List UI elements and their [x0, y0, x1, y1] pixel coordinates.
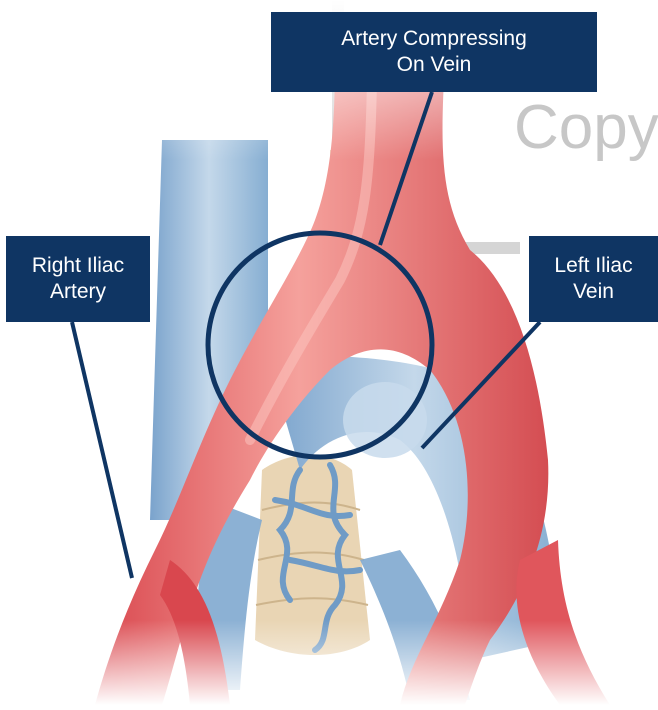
label-artery-compressing-line1: Artery Compressing: [341, 26, 527, 52]
label-right-iliac-artery-line1: Right Iliac: [32, 253, 124, 279]
label-left-iliac-vein-line1: Left Iliac: [554, 253, 632, 279]
pointer-right-iliac-artery: [72, 322, 132, 578]
label-artery-compressing-line2: On Vein: [397, 52, 472, 78]
label-left-iliac-vein: Left Iliac Vein: [529, 236, 658, 322]
label-right-iliac-artery-line2: Artery: [50, 279, 106, 305]
label-artery-compressing: Artery Compressing On Vein: [271, 12, 597, 92]
watermark-text: Copy: [514, 92, 658, 163]
label-left-iliac-vein-line2: Vein: [573, 279, 614, 305]
vein-highlight: [343, 382, 427, 458]
label-right-iliac-artery: Right Iliac Artery: [6, 236, 150, 322]
